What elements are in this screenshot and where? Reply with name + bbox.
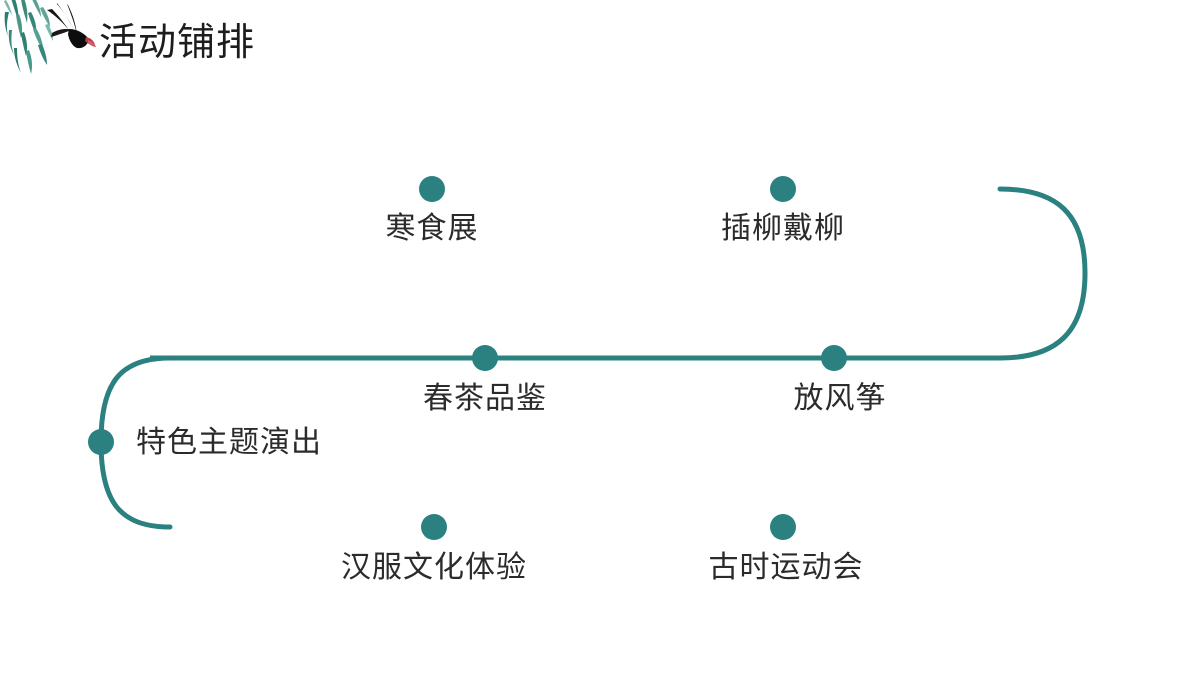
- timeline-node-label: 古时运动会: [708, 551, 864, 584]
- page-title: 活动铺排: [99, 22, 256, 64]
- timeline-curve-right: [863, 186, 1088, 361]
- timeline-node-label: 汉服文化体验: [341, 551, 527, 584]
- timeline-nodes: [88, 176, 847, 540]
- timeline-node-dot[interactable]: [419, 176, 445, 202]
- timeline-node-dot[interactable]: [821, 345, 847, 371]
- timeline-node-label: 插柳戴柳: [721, 212, 845, 245]
- timeline-node-dot[interactable]: [472, 345, 498, 371]
- timeline-node-dot[interactable]: [770, 176, 796, 202]
- timeline-node-dot[interactable]: [421, 514, 447, 540]
- timeline-node-label: 寒食展: [385, 212, 479, 245]
- timeline-node-dot[interactable]: [770, 514, 796, 540]
- timeline-node-label: 春茶品鉴: [423, 382, 547, 415]
- timeline-node-label: 放风筝: [793, 382, 887, 415]
- timeline-node-dot[interactable]: [88, 429, 114, 455]
- timeline-node-label: 特色主题演出: [136, 426, 322, 459]
